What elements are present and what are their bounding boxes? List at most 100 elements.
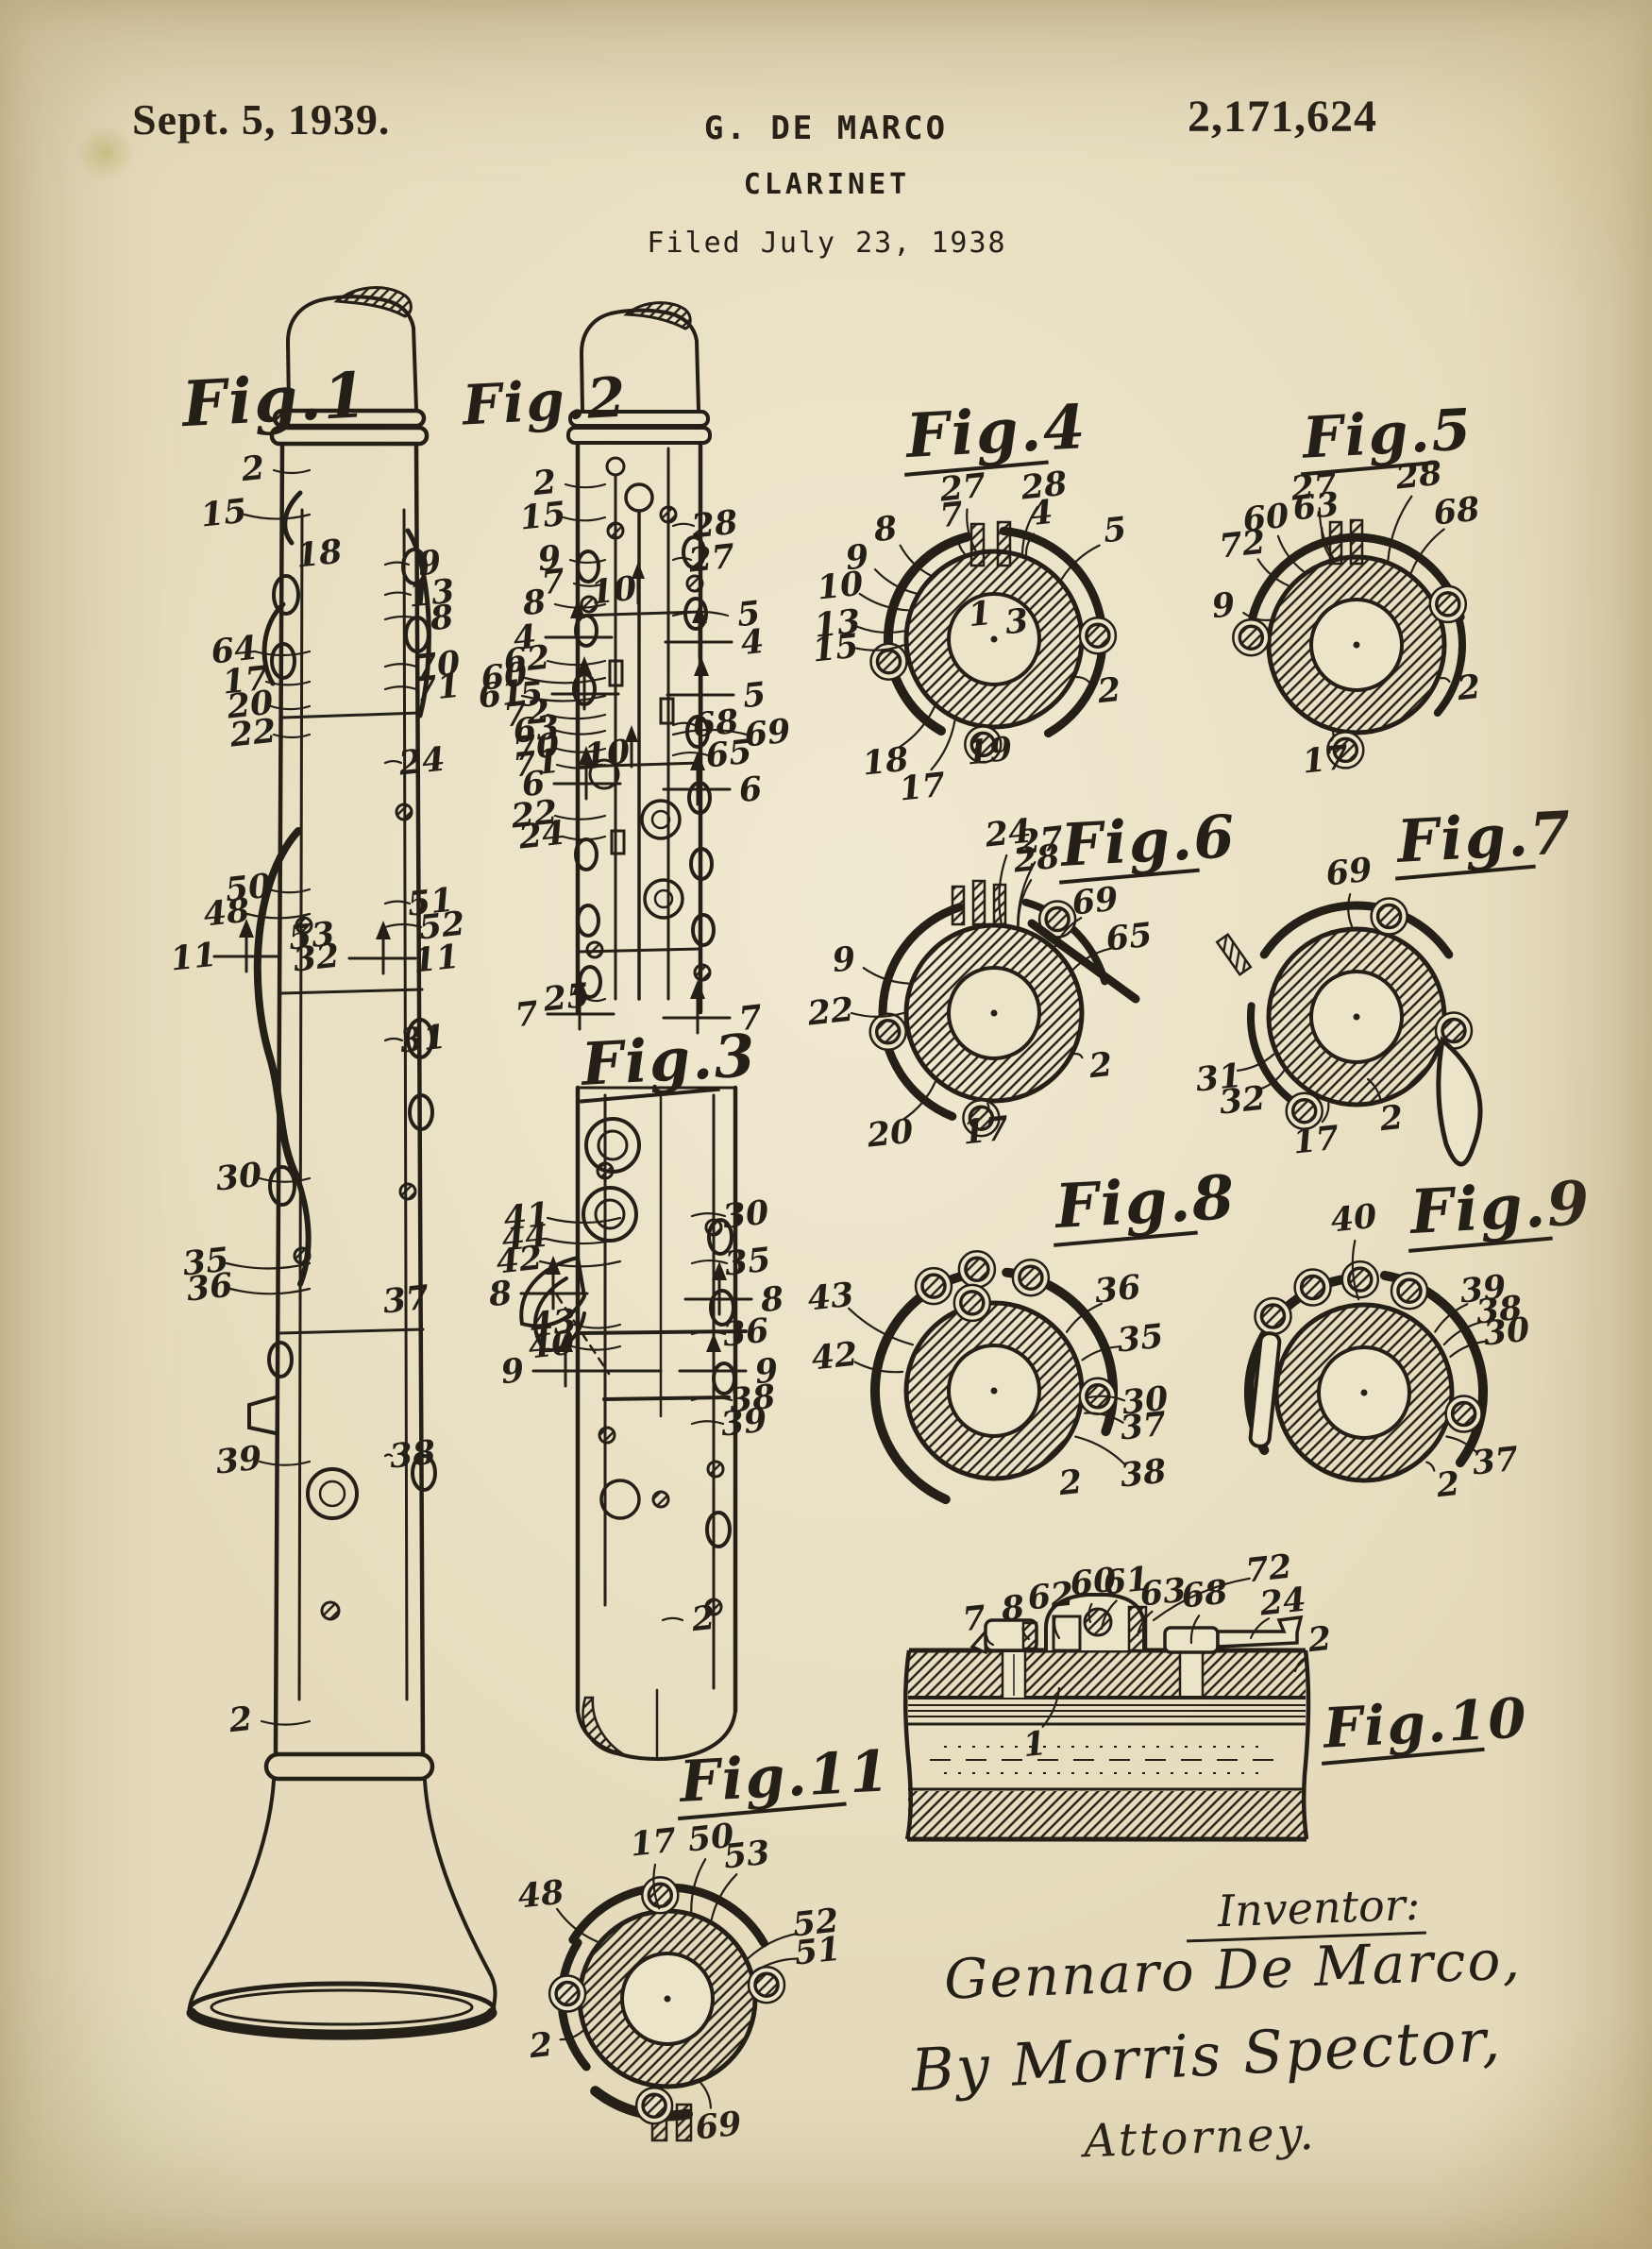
ref-fig4-19: 19: [964, 729, 1015, 773]
ref-fig11-53: 53: [721, 1833, 772, 1877]
ref-fig1-11: 11: [168, 935, 219, 979]
ref-fig3-36: 36: [720, 1311, 771, 1355]
ref-fig6-65: 65: [1104, 915, 1155, 959]
ref-fig1-48: 48: [201, 890, 252, 935]
ref-fig8-36: 36: [1092, 1267, 1143, 1311]
ref-fig6-17: 17: [960, 1108, 1011, 1153]
ref-fig8-35: 35: [1115, 1316, 1166, 1361]
patent-number: 2,171,624: [1188, 92, 1377, 142]
ref-fig9-30: 30: [1481, 1310, 1532, 1354]
ref-fig1-11: 11: [411, 937, 462, 981]
ref-fig1-24: 24: [396, 739, 447, 784]
ref-fig3-40: 40: [526, 1323, 577, 1367]
ref-fig6-22: 22: [805, 989, 856, 1034]
ref-fig4-7: 7: [937, 494, 966, 536]
ref-fig2-25: 25: [541, 975, 592, 1020]
fig3-title: Fig.3: [580, 1021, 759, 1099]
ref-fig1-31: 31: [397, 1017, 448, 1061]
invention-title: CLARINET: [743, 168, 911, 201]
ref-fig6-28: 28: [1011, 837, 1062, 881]
ref-fig5-2: 2: [1455, 667, 1483, 709]
ref-fig1-71: 71: [412, 666, 463, 710]
ref-fig3-9: 9: [498, 1350, 527, 1393]
ref-fig4-4: 4: [1027, 492, 1055, 534]
fig7-title: Fig.7: [1395, 798, 1575, 876]
ref-fig2-5: 5: [734, 593, 763, 635]
fig4-title: Fig.4: [904, 392, 1089, 472]
ref-fig4-3: 3: [1003, 600, 1031, 643]
ref-fig2-24: 24: [516, 813, 567, 857]
ref-fig2-10: 10: [582, 732, 632, 776]
ref-fig11-51: 51: [792, 1929, 843, 1973]
fig8-title: Fig.8: [1054, 1162, 1239, 1243]
ref-fig3-2: 2: [689, 1598, 717, 1640]
ref-fig10-24: 24: [1257, 1580, 1308, 1624]
ref-fig2-65: 65: [703, 732, 754, 776]
ref-fig5-9: 9: [1209, 584, 1238, 627]
ref-fig11-69: 69: [693, 2104, 744, 2148]
ref-fig6-2: 2: [1087, 1044, 1115, 1087]
ref-fig10-8: 8: [999, 1587, 1027, 1630]
ref-fig2-5: 5: [740, 674, 768, 717]
ref-fig1-18: 18: [294, 532, 345, 576]
ref-fig5-68: 68: [1431, 489, 1482, 533]
ref-fig11-2: 2: [527, 2024, 555, 2067]
ref-fig1-38: 38: [387, 1432, 438, 1477]
ref-fig7-2: 2: [1377, 1097, 1406, 1140]
ref-fig3-8: 8: [486, 1273, 514, 1315]
ref-fig11-48: 48: [515, 1872, 566, 1917]
ref-fig1-2: 2: [227, 1699, 255, 1741]
ref-fig4-15: 15: [810, 626, 861, 670]
ref-fig7-17: 17: [1290, 1118, 1341, 1162]
ref-fig10-7: 7: [960, 1598, 988, 1640]
ref-fig4-8: 8: [871, 508, 900, 550]
filed-date: Filed July 23, 1938: [647, 227, 1007, 260]
ref-fig1-36: 36: [184, 1265, 235, 1310]
ref-fig8-38: 38: [1118, 1451, 1169, 1496]
ref-fig3-42: 42: [494, 1238, 545, 1282]
ref-fig1-8: 8: [428, 597, 456, 639]
ref-fig9-37: 37: [1470, 1439, 1521, 1483]
ref-fig3-30: 30: [720, 1192, 771, 1237]
fig2-title: Fig.2: [461, 364, 629, 438]
ref-fig2-7: 7: [513, 993, 541, 1036]
ref-fig1-37: 37: [380, 1277, 431, 1322]
ref-fig1-15: 15: [198, 491, 249, 535]
ref-fig3-35: 35: [722, 1240, 773, 1284]
ref-fig1-22: 22: [228, 711, 278, 755]
fig9-title: Fig.9: [1408, 1168, 1593, 1248]
ref-fig10-2: 2: [1306, 1618, 1334, 1661]
ref-fig10-68: 68: [1179, 1572, 1230, 1616]
ref-fig7-69: 69: [1323, 850, 1374, 894]
ref-fig2-6: 6: [736, 769, 765, 811]
ref-fig4-2: 2: [1095, 669, 1123, 712]
ref-fig8-43: 43: [805, 1275, 856, 1319]
ref-fig2-15: 15: [517, 494, 568, 538]
ref-fig8-42: 42: [809, 1334, 860, 1378]
fig5-title: Fig.5: [1301, 397, 1475, 472]
attorney-label: Attorney.: [1083, 2106, 1318, 2169]
ref-fig1-32: 32: [291, 936, 342, 980]
ref-fig10-62: 62: [1025, 1574, 1076, 1618]
ref-fig1-2: 2: [239, 448, 267, 490]
ref-fig6-69: 69: [1070, 879, 1121, 923]
ref-fig1-39: 39: [213, 1438, 264, 1482]
ref-fig4-17: 17: [897, 765, 948, 809]
ref-fig8-2: 2: [1056, 1462, 1085, 1504]
ref-fig10-1: 1: [1020, 1723, 1049, 1766]
patent-date-header: Sept. 5, 1939.: [132, 95, 391, 144]
ref-fig4-1: 1: [966, 593, 994, 635]
ref-fig11-17: 17: [628, 1820, 679, 1865]
ref-fig2-27: 27: [686, 536, 737, 581]
ref-fig8-37: 37: [1118, 1404, 1169, 1448]
ref-fig3-39: 39: [718, 1400, 769, 1445]
ref-fig7-32: 32: [1217, 1078, 1268, 1123]
ref-fig5-17: 17: [1300, 737, 1351, 782]
ref-fig9-40: 40: [1328, 1196, 1379, 1241]
ref-fig4-10: 10: [815, 564, 866, 608]
ref-fig5-72: 72: [1217, 522, 1268, 566]
ref-fig2-8: 8: [520, 582, 548, 624]
ref-fig6-20: 20: [865, 1111, 916, 1156]
inventor-name-header: G. DE MARCO: [703, 110, 949, 147]
fig10-title: Fig.10: [1322, 1685, 1530, 1761]
